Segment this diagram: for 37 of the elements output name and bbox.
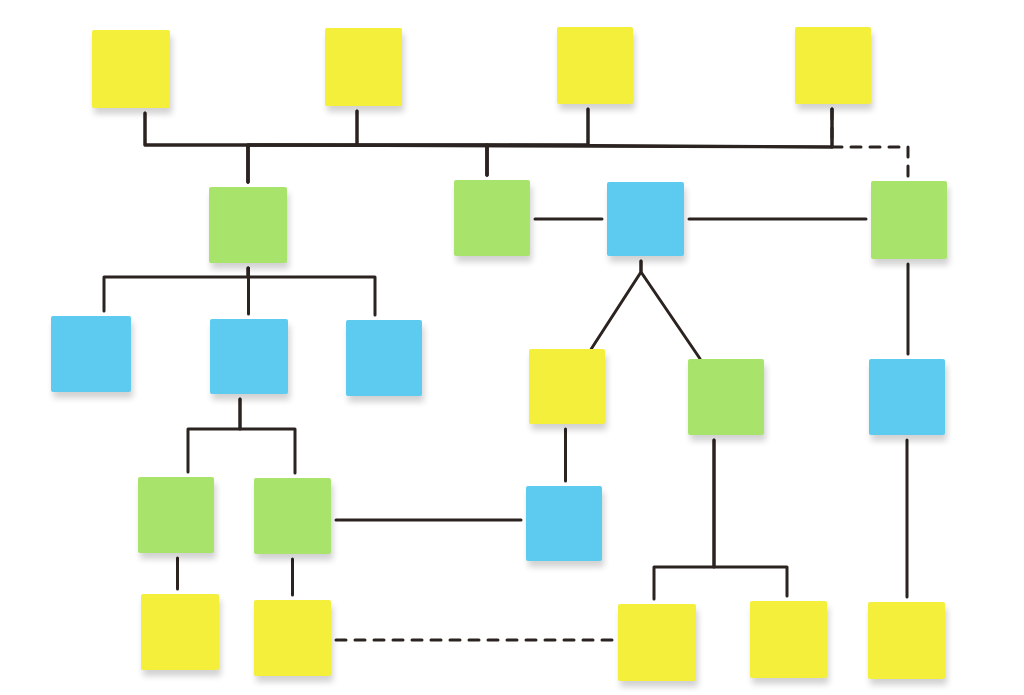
- sticky-note: [138, 477, 214, 553]
- connector-line: [906, 262, 910, 356]
- sticky-note: [141, 594, 219, 670]
- sticky-note: [618, 604, 696, 681]
- sticky-note: [92, 30, 170, 108]
- sticky-note: [526, 486, 602, 561]
- connector-line: [238, 397, 297, 475]
- connector-line: [687, 217, 868, 221]
- connector-line: [830, 107, 910, 178]
- sticky-note: [557, 27, 633, 104]
- sticky-note: [346, 320, 422, 396]
- sticky-note: [209, 187, 287, 263]
- sticky-note: [868, 602, 945, 679]
- sticky-note: [750, 601, 827, 678]
- sticky-note: [254, 478, 331, 554]
- sticky-note: [325, 28, 402, 106]
- sticky-note: [871, 181, 947, 259]
- connector-line: [247, 266, 250, 316]
- sticky-note: [454, 180, 530, 256]
- connector-line: [291, 557, 294, 597]
- connector-line: [639, 259, 702, 361]
- connector-line: [176, 556, 179, 591]
- connector-line: [334, 518, 523, 522]
- sticky-note: [869, 359, 945, 435]
- connector-line: [905, 438, 909, 599]
- sticky-note: [210, 319, 288, 394]
- sticky-note: [688, 359, 764, 435]
- sticky-note: [254, 600, 331, 676]
- connector-line: [712, 438, 789, 598]
- connector-line: [246, 266, 377, 317]
- sticky-note: [795, 27, 871, 104]
- connector-line: [564, 427, 567, 483]
- sticky-note: [529, 349, 605, 424]
- sticky-note: [51, 316, 131, 392]
- connector-line: [533, 217, 604, 221]
- connector-line: [334, 638, 615, 642]
- sticky-note: [607, 182, 684, 256]
